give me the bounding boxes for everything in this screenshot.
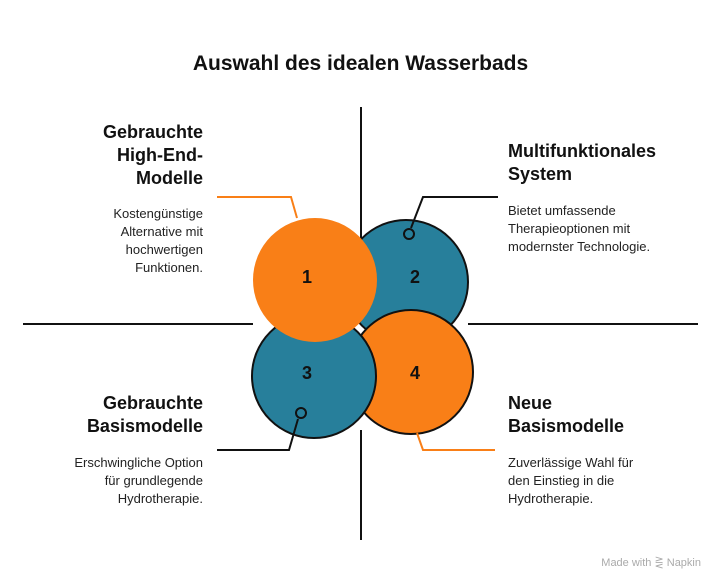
description-line: Hydrotherapie. bbox=[508, 491, 594, 506]
description-line: Therapieoptionen mit bbox=[508, 221, 631, 236]
description-line: Hydrotherapie. bbox=[117, 491, 203, 506]
description-line: für grundlegende bbox=[104, 473, 203, 488]
heading-line: System bbox=[508, 164, 573, 184]
heading-3: Gebrauchte Basismodelle bbox=[87, 392, 203, 438]
connector-2 bbox=[410, 196, 498, 229]
heading-1: Gebrauchte High-End- Modelle bbox=[103, 121, 203, 190]
description-line: Zuverlässige Wahl für bbox=[508, 455, 634, 470]
description-1: Kostengünstige Alternative mit hochwerti… bbox=[113, 205, 203, 277]
description-line: Erschwingliche Option bbox=[74, 455, 203, 470]
description-line: den Einstieg in die bbox=[508, 473, 615, 488]
heading-line: Multifunktionales bbox=[508, 141, 656, 161]
heading-line: Basismodelle bbox=[508, 416, 625, 436]
heading-2: Multifunktionales System bbox=[508, 140, 656, 186]
description-line: hochwertigen bbox=[125, 242, 203, 257]
description-2: Bietet umfassende Therapieoptionen mit m… bbox=[508, 202, 650, 256]
number-3: 3 bbox=[302, 363, 312, 383]
description-4: Zuverlässige Wahl für den Einstieg in di… bbox=[508, 454, 633, 508]
heading-line: Basismodelle bbox=[86, 416, 203, 436]
heading-4: Neue Basismodelle bbox=[508, 392, 624, 438]
connector-3-dot bbox=[295, 407, 307, 419]
number-2: 2 bbox=[410, 267, 420, 287]
description-line: Funktionen. bbox=[135, 260, 203, 275]
connector-1 bbox=[217, 196, 298, 219]
number-1: 1 bbox=[302, 267, 312, 287]
heading-line: Neue bbox=[508, 393, 553, 413]
heading-line: Gebrauchte bbox=[102, 393, 203, 413]
connector-4 bbox=[416, 432, 495, 451]
number-4: 4 bbox=[410, 363, 420, 383]
description-line: Alternative mit bbox=[120, 224, 203, 239]
heading-line: Modelle bbox=[135, 168, 203, 188]
napkin-watermark[interactable]: Made with ⋛ Napkin bbox=[601, 557, 701, 569]
description-line: Bietet umfassende bbox=[508, 203, 616, 218]
diagram-title: Auswahl des idealen Wasserbads bbox=[192, 52, 529, 75]
description-line: modernster Technologie. bbox=[508, 239, 651, 254]
description-3: Erschwingliche Option für grundlegende H… bbox=[74, 454, 203, 508]
connector-3 bbox=[217, 418, 299, 451]
heading-line: Gebrauchte bbox=[102, 122, 203, 142]
connector-2-dot bbox=[403, 228, 415, 240]
circle-1 bbox=[253, 218, 377, 342]
description-line: Kostengünstige bbox=[113, 206, 203, 221]
heading-line: High-End- bbox=[117, 145, 203, 165]
